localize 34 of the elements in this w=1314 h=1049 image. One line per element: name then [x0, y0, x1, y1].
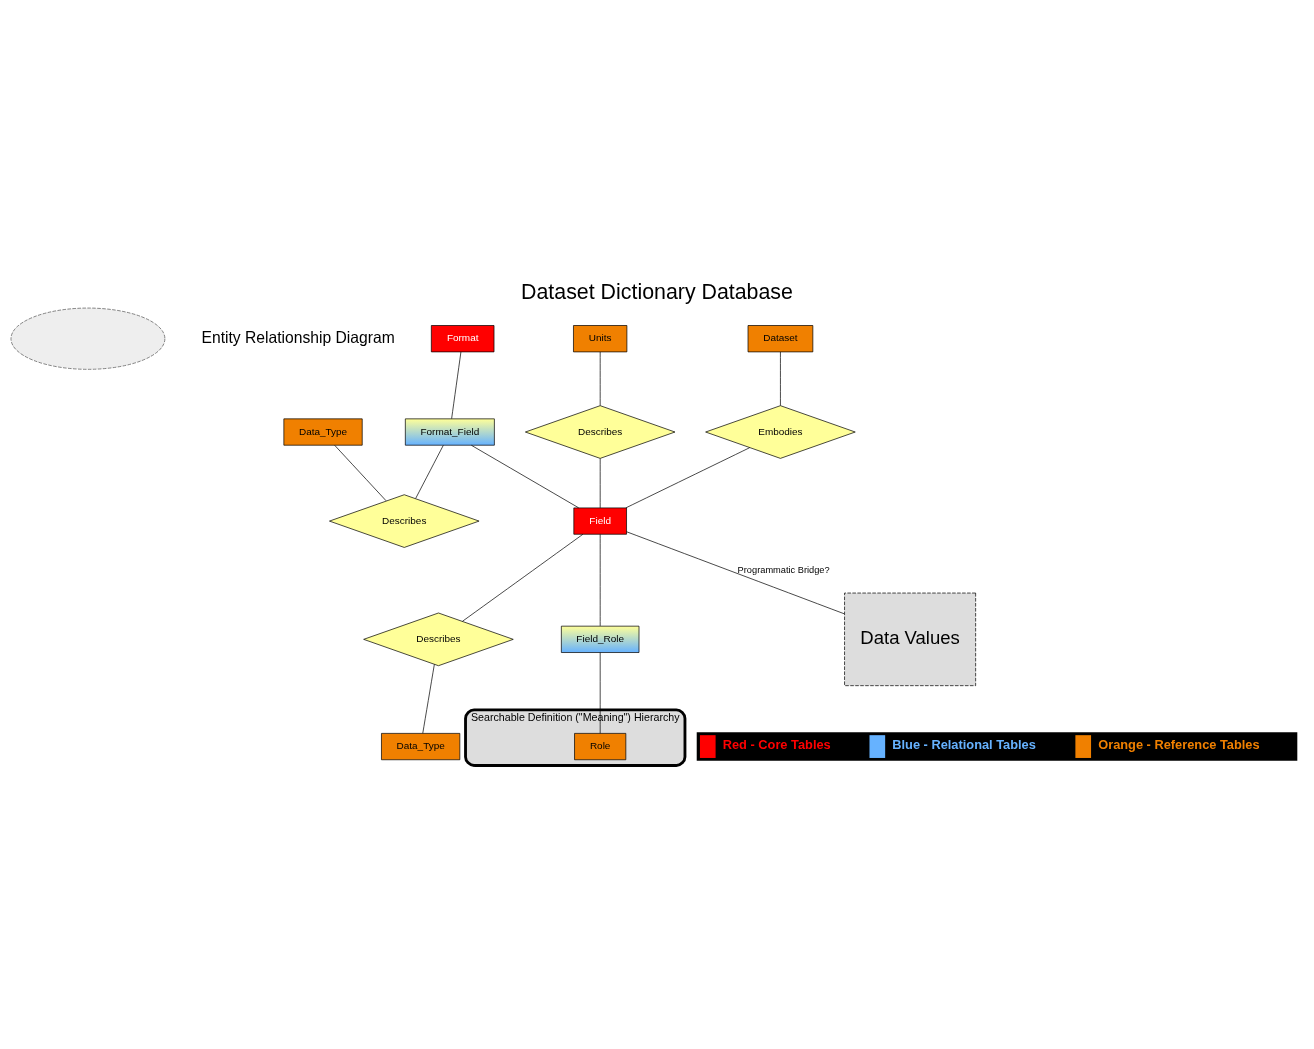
legend-label: Orange - Reference Tables [1098, 736, 1260, 752]
connector [422, 663, 435, 734]
node-box: Format_Field [404, 418, 495, 446]
legend-label: Red - Core Tables [722, 736, 831, 752]
node-box: Data_Type [381, 732, 461, 760]
node-box: Data Values [844, 592, 976, 686]
connector [471, 444, 580, 508]
connector [599, 457, 601, 508]
node-box: Format [430, 324, 495, 352]
node-box: Dataset [747, 324, 814, 352]
connector [462, 533, 584, 622]
node-box: Field_Role [561, 625, 640, 653]
connector [599, 651, 601, 734]
connector [334, 444, 387, 501]
connector [415, 444, 444, 499]
diagram-title: Dataset Dictionary Database [521, 279, 793, 304]
node-box: Units [573, 324, 628, 352]
node-diamond: Describes [525, 404, 676, 459]
connector [451, 351, 462, 419]
node-ellipse [10, 307, 166, 370]
node-box: Role [574, 732, 627, 760]
label: Entity Relationship Diagram [201, 328, 395, 346]
node-diamond: Embodies [705, 404, 856, 459]
connector [599, 351, 601, 406]
node-diamond: Describes [363, 612, 514, 666]
edge-label: Programmatic Bridge? [737, 564, 830, 575]
connector [625, 446, 750, 508]
node-box: Field [573, 507, 627, 535]
connector [780, 351, 781, 406]
node-box: Data_Type [283, 418, 363, 446]
node-diamond: Describes [329, 493, 480, 548]
connector [599, 533, 601, 626]
connector [626, 530, 845, 614]
legend-label: Blue - Relational Tables [892, 736, 1036, 752]
